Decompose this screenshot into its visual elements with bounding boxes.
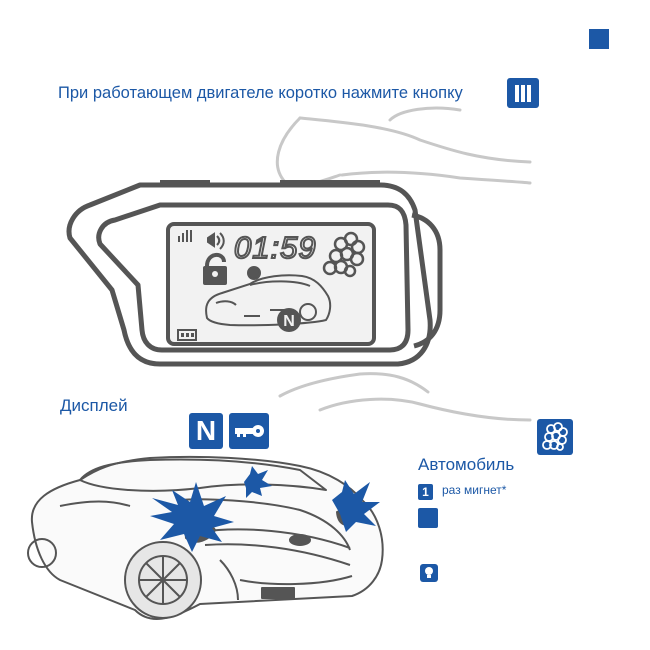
blink-text: раз мигнет* xyxy=(442,483,507,497)
key-fob xyxy=(66,180,443,367)
timer-readout: 01:59 xyxy=(234,230,317,265)
instruction-text: При работающем двигателе коротко нажмите… xyxy=(58,84,463,102)
battery-icon xyxy=(177,329,197,341)
lcd-screen: 01:59 N xyxy=(166,222,376,346)
exhaust-smoke-icon xyxy=(322,231,366,278)
lamp-icon xyxy=(420,564,438,582)
n-gear-badge: N xyxy=(189,413,223,449)
display-section-label: Дисплей xyxy=(60,396,128,415)
light-flash xyxy=(150,466,380,552)
blink-count-badge: 1 xyxy=(418,484,433,500)
key-icon xyxy=(229,413,269,449)
blank-badge xyxy=(418,508,438,528)
page-marker xyxy=(589,29,609,49)
car-section-label: Автомобиль xyxy=(418,455,515,474)
n-gear-icon: N xyxy=(277,308,301,332)
signal-icon xyxy=(178,230,192,242)
triple-bar-button-icon xyxy=(507,78,539,108)
sound-icon xyxy=(207,232,225,250)
hand-bottom-outline xyxy=(278,372,532,422)
svg-text:N: N xyxy=(283,313,295,330)
car-illustration xyxy=(27,455,384,620)
hand-top-outline xyxy=(275,106,532,187)
exhaust-smoke-icon xyxy=(537,419,573,455)
unlock-icon xyxy=(203,253,227,285)
car-icon xyxy=(205,266,332,327)
